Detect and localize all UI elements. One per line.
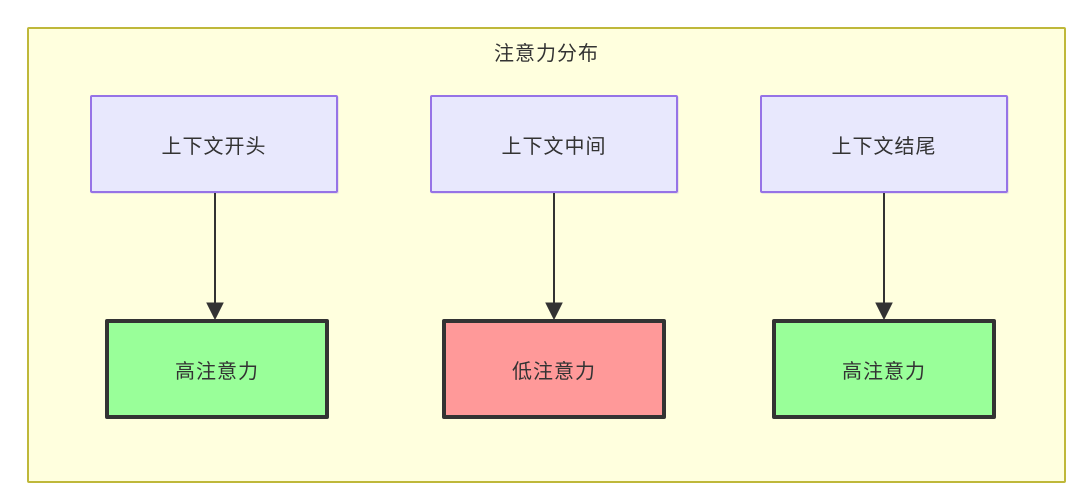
node-attention-start[interactable]: 高注意力 xyxy=(105,319,329,419)
attention-distribution-subgraph: 注意力分布 上下文开头 高注意力 上下文中间 低注意力 上下文结尾 xyxy=(27,27,1066,483)
subgraph-title: 注意力分布 xyxy=(494,43,599,65)
node-attention-middle-label: 低注意力 xyxy=(512,360,596,383)
edge-context-start-to-attention xyxy=(206,193,224,321)
node-context-start-label: 上下文开头 xyxy=(161,135,267,158)
arrowhead-icon xyxy=(206,302,224,321)
node-context-middle[interactable]: 上下文中间 xyxy=(430,95,678,193)
node-attention-end-label: 高注意力 xyxy=(842,360,926,383)
edge-context-middle-to-attention xyxy=(545,193,563,321)
edge-context-end-to-attention xyxy=(875,193,893,321)
node-attention-start-label: 高注意力 xyxy=(175,360,259,383)
arrowhead-icon xyxy=(545,302,563,321)
node-attention-end[interactable]: 高注意力 xyxy=(772,319,996,419)
arrowhead-icon xyxy=(875,302,893,321)
node-context-middle-label: 上下文中间 xyxy=(501,135,607,158)
node-context-start[interactable]: 上下文开头 xyxy=(90,95,338,193)
node-attention-middle[interactable]: 低注意力 xyxy=(442,319,666,419)
node-context-end-label: 上下文结尾 xyxy=(831,135,937,158)
node-context-end[interactable]: 上下文结尾 xyxy=(760,95,1008,193)
